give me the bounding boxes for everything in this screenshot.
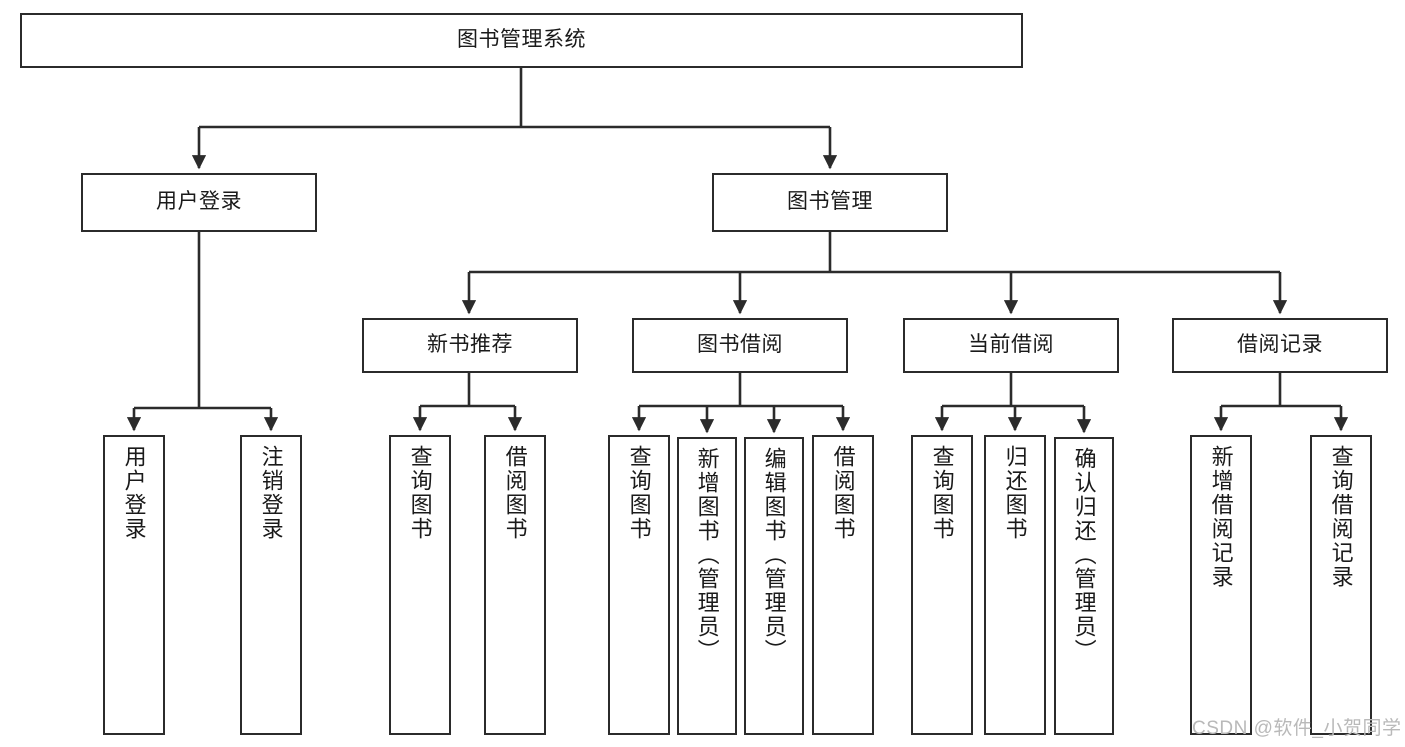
node-leaf-edit-book[interactable]: 编辑图书（管理员）: [744, 437, 804, 735]
node-label-leaf-edit-book: 编辑图书（管理员）: [761, 447, 787, 663]
node-current-borrow[interactable]: 当前借阅: [903, 318, 1119, 373]
node-label-book-borrow: 图书借阅: [697, 333, 783, 357]
node-label-user-login: 用户登录: [156, 190, 242, 214]
node-leaf-logout[interactable]: 注销登录: [240, 435, 302, 735]
node-label-leaf-add-record: 新增借阅记录: [1208, 445, 1234, 589]
node-label-leaf-confirm-return: 确认归还（管理员）: [1071, 447, 1097, 663]
node-leaf-add-record[interactable]: 新增借阅记录: [1190, 435, 1252, 735]
node-label-new-book-recommend: 新书推荐: [427, 333, 513, 357]
node-leaf-query-record[interactable]: 查询借阅记录: [1310, 435, 1372, 735]
node-label-leaf-query-book-2: 查询图书: [626, 445, 652, 541]
node-label-leaf-user-login: 用户登录: [121, 445, 147, 541]
node-label-leaf-return-book: 归还图书: [1002, 445, 1028, 541]
node-label-book-manage: 图书管理: [787, 190, 873, 214]
node-label-leaf-query-book-3: 查询图书: [929, 445, 955, 541]
node-label-current-borrow: 当前借阅: [968, 333, 1054, 357]
node-leaf-query-book-3[interactable]: 查询图书: [911, 435, 973, 735]
node-leaf-borrow-book-1[interactable]: 借阅图书: [484, 435, 546, 735]
node-book-manage[interactable]: 图书管理: [712, 173, 948, 232]
csdn-watermark: CSDN @软件_小贺同学: [1192, 718, 1402, 739]
node-label-leaf-borrow-book-2: 借阅图书: [830, 445, 856, 541]
node-leaf-add-book[interactable]: 新增图书（管理员）: [677, 437, 737, 735]
node-label-root: 图书管理系统: [457, 28, 586, 52]
node-leaf-confirm-return[interactable]: 确认归还（管理员）: [1054, 437, 1114, 735]
node-label-leaf-query-book-1: 查询图书: [407, 445, 433, 541]
node-label-leaf-borrow-book-1: 借阅图书: [502, 445, 528, 541]
node-leaf-return-book[interactable]: 归还图书: [984, 435, 1046, 735]
node-leaf-query-book-1[interactable]: 查询图书: [389, 435, 451, 735]
node-leaf-borrow-book-2[interactable]: 借阅图书: [812, 435, 874, 735]
node-label-leaf-query-record: 查询借阅记录: [1328, 445, 1354, 589]
node-label-leaf-add-book: 新增图书（管理员）: [694, 447, 720, 663]
node-leaf-query-book-2[interactable]: 查询图书: [608, 435, 670, 735]
node-user-login[interactable]: 用户登录: [81, 173, 317, 232]
node-root[interactable]: 图书管理系统: [20, 13, 1023, 68]
node-label-borrow-record: 借阅记录: [1237, 333, 1323, 357]
node-label-leaf-logout: 注销登录: [258, 445, 284, 541]
node-borrow-record[interactable]: 借阅记录: [1172, 318, 1388, 373]
node-book-borrow[interactable]: 图书借阅: [632, 318, 848, 373]
node-new-book-recommend[interactable]: 新书推荐: [362, 318, 578, 373]
node-leaf-user-login[interactable]: 用户登录: [103, 435, 165, 735]
